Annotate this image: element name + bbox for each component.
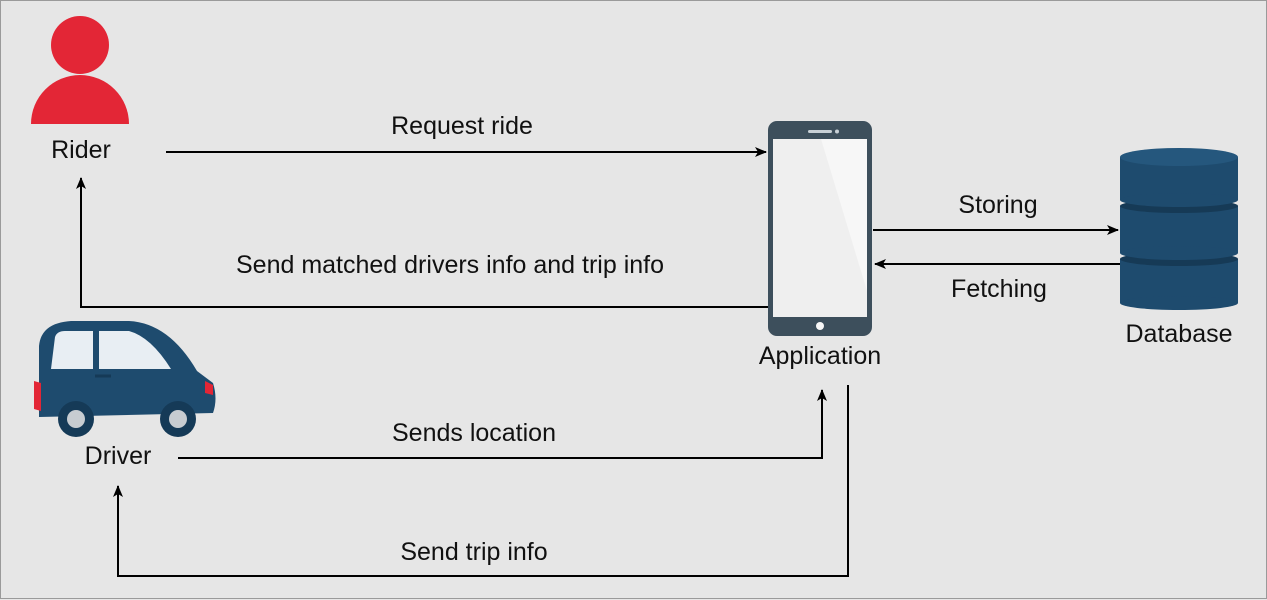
application-label: Application	[758, 342, 882, 370]
sends-location-label: Sends location	[391, 419, 557, 447]
send-trip-info-label: Send trip info	[400, 538, 548, 566]
fetching-label: Fetching	[951, 275, 1047, 303]
storing-label: Storing	[958, 191, 1038, 219]
database-label: Database	[1125, 320, 1233, 348]
person-icon	[31, 16, 129, 124]
send-trip-info-arrow	[113, 385, 849, 577]
rider-label: Rider	[51, 136, 111, 164]
car-icon	[34, 321, 216, 437]
send-matched-arrow	[76, 177, 768, 308]
database-icon	[1120, 148, 1238, 310]
send-matched-label: Send matched drivers info and trip info	[235, 251, 665, 279]
driver-label: Driver	[84, 442, 152, 470]
sends-location-arrow	[178, 389, 827, 459]
request-ride-label: Request ride	[391, 112, 533, 140]
smartphone-icon	[768, 121, 872, 336]
